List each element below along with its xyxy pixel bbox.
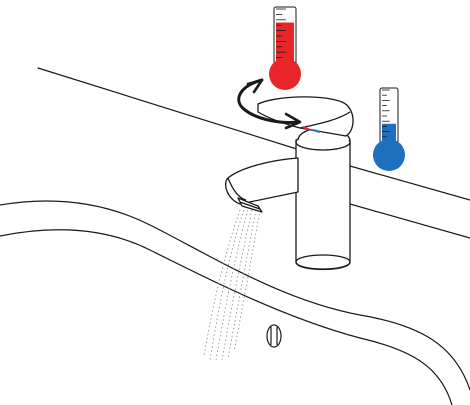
thermometer-cold-icon [373,87,405,171]
cold-level-fill [382,123,396,142]
water-stream [203,209,261,361]
basin-mixer-tap [225,96,354,271]
sink-basin [0,200,470,405]
thermometer-hot-icon [269,6,301,90]
curved-double-arrow-icon [237,78,302,130]
sink-overflow-icon [266,324,282,348]
countertop [37,67,470,239]
hot-level-fill [276,22,294,63]
